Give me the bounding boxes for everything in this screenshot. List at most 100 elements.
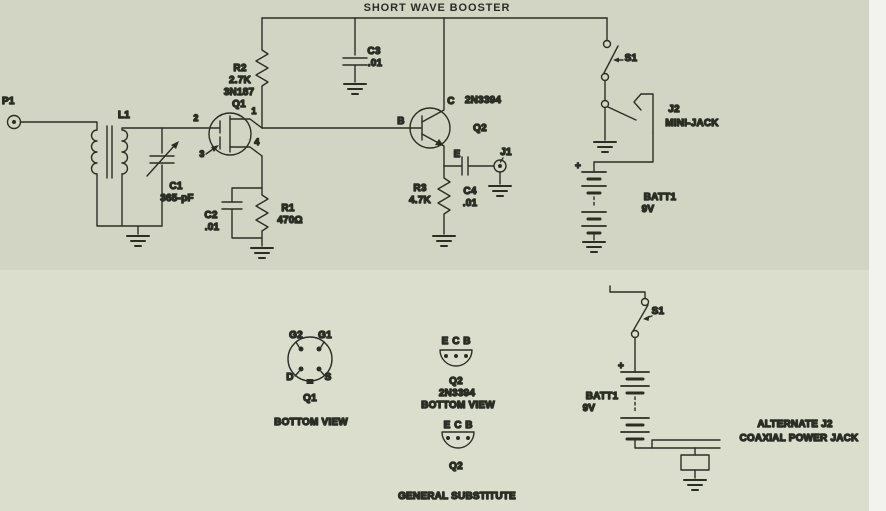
c3-plates (342, 17, 368, 83)
q1-mosfet: 2 3 1 4 3N187 Q1 (193, 86, 263, 160)
q1-ref-label: Q1 (232, 99, 246, 110)
alt-jack-wire (634, 438, 653, 449)
c1-variable-arrow (146, 144, 176, 177)
alt-feed-wire (609, 285, 646, 300)
c2-capacitor: C2 .01 (204, 187, 263, 239)
c2-ref-label: C2 (204, 210, 217, 221)
ground-symbol (250, 247, 274, 259)
q1-pin2-label: 2 (193, 113, 198, 123)
ground-symbol (683, 479, 707, 491)
c4-ref-label: C4 (463, 186, 476, 197)
r1-zigzag (255, 155, 269, 247)
c1-arrowhead (171, 141, 179, 149)
q1-g2-label: G2 (289, 330, 303, 341)
p1-jack-tip (12, 120, 16, 124)
ground-symbol (126, 235, 150, 247)
l1-core (106, 125, 113, 179)
alt-battery-value-label: 9V (583, 403, 596, 414)
r2-value-label: 2.7K (229, 75, 252, 86)
l1-ground-wires (96, 173, 163, 235)
c1-variable-capacitor: C1 365-pF (146, 127, 194, 227)
scan-edge (869, 0, 886, 511)
q1-pin4-label: 4 (254, 137, 259, 147)
s1-arm (603, 45, 619, 74)
c3-capacitor: C3 .01 (342, 17, 383, 95)
c3-ref-label: C3 (367, 46, 380, 57)
q2-emitter-label: E (454, 149, 461, 160)
r3-ref-label: R3 (413, 183, 426, 194)
j1-label: J1 (500, 147, 512, 158)
ground-symbol (488, 185, 512, 197)
q1-body (208, 112, 252, 156)
p1-label: P1 (2, 96, 15, 107)
l1-secondary-coil (121, 127, 211, 175)
q2-collector-label: C (447, 96, 454, 107)
c1-ref-label: C1 (169, 181, 182, 192)
alt-s1-pointer-arrowhead (643, 315, 650, 321)
q2-view-ref-label: Q2 (449, 376, 463, 387)
q1-drain-lead (229, 118, 263, 129)
q2-sub-caption: GENERAL SUBSTITUTE (398, 491, 516, 502)
q2-emitter-arrowhead (435, 139, 444, 146)
q1-pin-leaders (294, 341, 326, 377)
c4-capacitor: C4 .01 (443, 156, 495, 210)
alt-battery-plus-label: + (618, 361, 624, 372)
q1-g1-label: G1 (318, 330, 332, 341)
alt-s1-contact (640, 297, 650, 307)
c1-value-label: 365-pF (160, 193, 193, 204)
r2-ref-label: R2 (233, 63, 246, 74)
q2-e-label: E (442, 336, 449, 347)
alt-battery-long-plates (620, 371, 650, 433)
q2-b-label: B (463, 336, 470, 347)
q1-view-ref-label: Q1 (303, 393, 317, 404)
batt1-battery: + BATT1 9V (574, 160, 677, 253)
alternate-power-jack: S1 + BATT1 9V ALTERNATE J2 COAXIAL POWER… (582, 285, 860, 491)
q2-sub-pin-c (456, 436, 460, 440)
c4-value-label: .01 (463, 198, 478, 209)
q1-pin-g2 (298, 346, 304, 352)
alt-caption-line1: ALTERNATE J2 (757, 419, 833, 430)
q1-bottom-view: G2 G1 D S Q1 BOTTOM VIEW (273, 329, 348, 428)
q2-bottom-view: E C B Q2 2N3394 BOTTOM VIEW (420, 335, 495, 411)
p1-input-jack: P1 (1, 95, 98, 131)
q1-part-label: 3N187 (224, 87, 255, 98)
ground-symbol (343, 83, 367, 95)
coax-jack-barrel (651, 439, 721, 449)
q2-collector-lead (421, 17, 445, 123)
q2-sub-b-label: B (465, 420, 472, 431)
l1-primary-coil (90, 129, 98, 175)
s1-switch: S1 (600, 17, 638, 102)
j1-output-jack: J1 (488, 146, 512, 197)
q2-pin-c (454, 354, 458, 358)
c2-value-label: .01 (205, 222, 220, 233)
q2-c-label: C (452, 336, 459, 347)
q2-transistor: B C E 2N3394 Q2 (261, 17, 502, 167)
q2-base-bar (409, 115, 423, 141)
q1-source-lead (229, 146, 263, 157)
battery-value-label: 9V (642, 204, 655, 215)
alt-battery-short-pl­ates (625, 377, 645, 441)
battery-short-plates (586, 177, 602, 235)
battery-ref-label: BATT1 (644, 192, 677, 203)
s1-contact (602, 39, 612, 49)
page-title: SHORT WAVE BOOSTER (364, 2, 511, 14)
l1-label: L1 (118, 110, 130, 121)
q1-view-caption: BOTTOM VIEW (274, 417, 348, 428)
j1-jack-tip (498, 164, 502, 168)
r3-resistor: R3 4.7K (408, 165, 456, 247)
j1-wires (499, 157, 504, 185)
q2-base-label: B (397, 116, 404, 127)
q2-view-caption: BOTTOM VIEW (421, 400, 495, 411)
j2-battery-link (593, 132, 654, 173)
ground-symbol (432, 235, 456, 247)
q2-sub-c-label: C (454, 420, 461, 431)
battery-plus-label: + (575, 161, 581, 172)
q2-sub-ref-label: Q2 (449, 461, 463, 472)
j2-type-label: MINI-JACK (665, 118, 719, 129)
r1-resistor: R1 470Ω (250, 155, 303, 259)
q1-pin-s (316, 366, 322, 372)
q1-pin-g1 (316, 346, 322, 352)
q2-sub-pin-b (466, 436, 470, 440)
j2-label: J2 (668, 104, 680, 115)
